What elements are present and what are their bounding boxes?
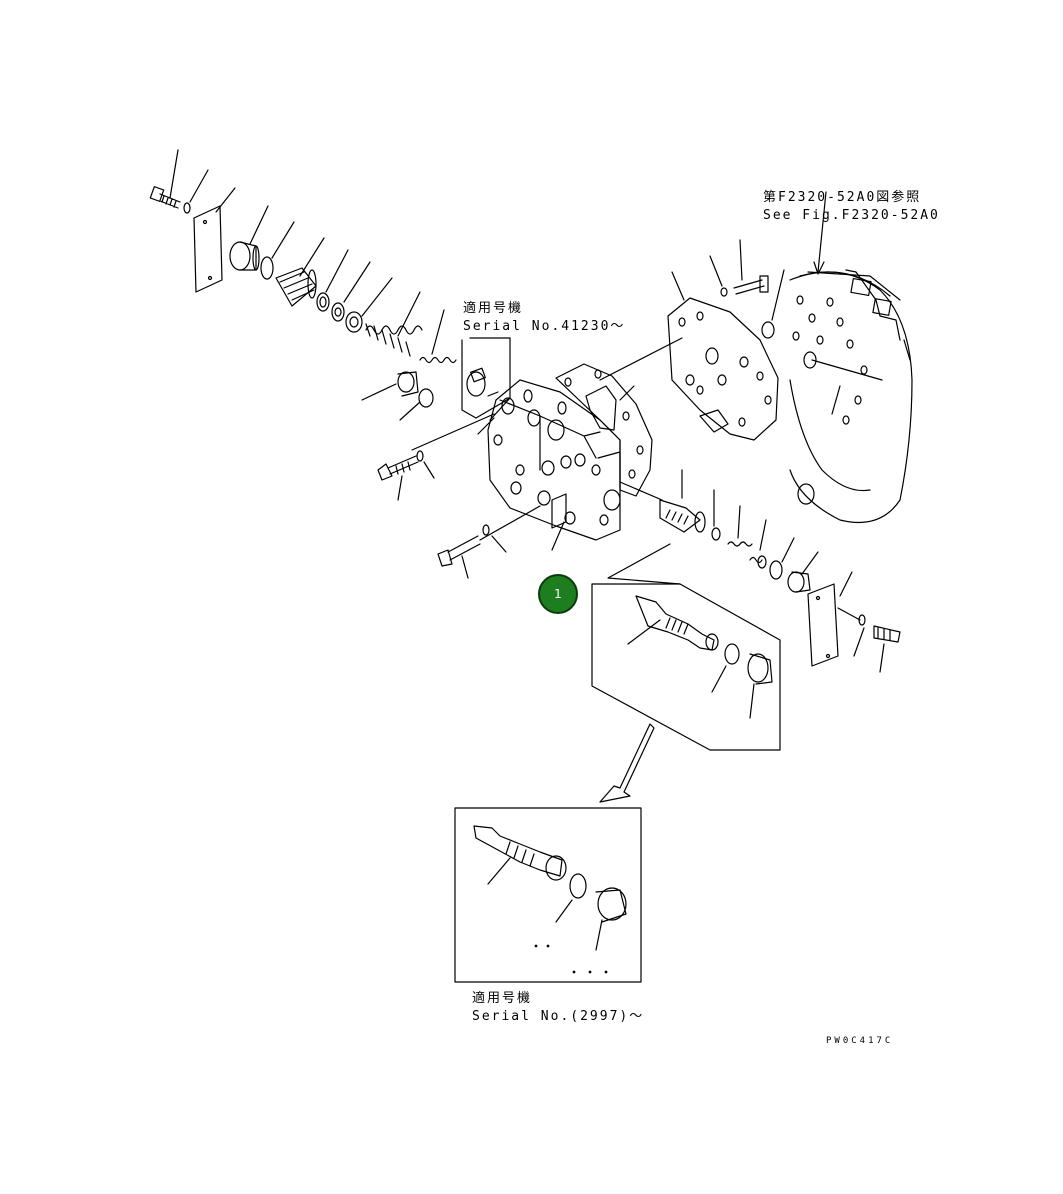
detail-leader	[607, 543, 681, 585]
serial-note-bottom-jp: 適用号機	[472, 991, 533, 1006]
left-bolt	[149, 149, 181, 209]
reference-note-en: See Fig.F2320-52A0	[763, 208, 940, 223]
left-seal	[345, 277, 393, 333]
serial-note-top-jp: 適用号機	[463, 301, 524, 316]
right-plug	[787, 551, 819, 593]
right-washer-end	[853, 614, 866, 657]
detail-inset-bottom	[454, 807, 642, 983]
left-o-ring-a	[260, 221, 295, 280]
left-spring-small	[419, 309, 457, 364]
right-spring	[727, 505, 753, 547]
left-plug-lower	[361, 371, 419, 401]
left-o-ring-b	[316, 249, 349, 312]
right-washer	[711, 489, 721, 541]
left-retainer	[331, 261, 371, 322]
plate-bolt	[709, 239, 785, 339]
body-gasket	[555, 363, 653, 497]
detail-inset-main	[591, 583, 781, 751]
body-bolt-lower	[437, 505, 541, 579]
drawing-code: PW0C417C	[826, 1036, 894, 1046]
left-o-ring-lower	[399, 388, 434, 421]
mounting-plate	[667, 271, 779, 441]
serial-note-top-en: Serial No.41230〜	[463, 319, 626, 334]
part-callout-1[interactable]: 1	[538, 574, 578, 614]
body-bolt-upper	[377, 450, 435, 501]
serial-note-bottom-en: Serial No.(2997)〜	[472, 1009, 645, 1024]
left-washer	[183, 169, 209, 214]
right-bolt	[873, 625, 901, 673]
valve-body	[487, 379, 621, 541]
left-spool-piston	[275, 237, 325, 307]
right-spring-2	[749, 519, 767, 569]
reference-note-jp: 第F2320-52A0図参照	[763, 190, 922, 205]
left-plug	[229, 205, 269, 271]
left-cover-plate	[193, 187, 236, 293]
right-spool	[619, 469, 706, 533]
right-o-ring	[769, 537, 795, 580]
right-cover-plate	[807, 571, 861, 667]
left-spring-large	[365, 291, 423, 357]
leader-body-to-plate	[599, 337, 683, 381]
detail-arrow	[599, 723, 655, 803]
pump-housing	[789, 191, 913, 524]
body-o-ring-small	[551, 493, 567, 551]
